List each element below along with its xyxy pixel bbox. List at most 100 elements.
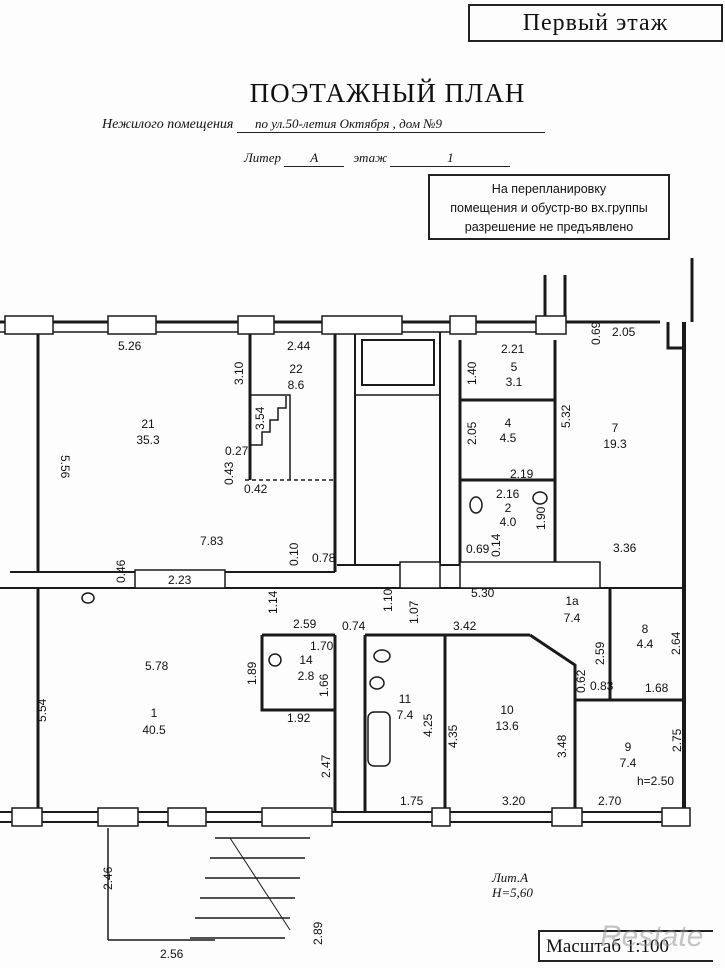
room-area: 35.3 [136,433,160,447]
dimension-label: 5.26 [118,339,142,353]
dimension-label: 2.64 [669,631,683,655]
dimension-label: 2.46 [101,866,115,890]
dimension-label: 1.14 [266,590,280,614]
dimension-label: 0.14 [489,533,503,557]
notice-line-3: разрешение не предъявлено [464,220,634,234]
dimension-labels: 5.26 2.44 2.21 0.69 2.05 5.56 3.10 3.54 … [35,321,684,961]
dimension-label: 2.56 [160,947,184,961]
room-number: 7 [612,421,619,435]
dimension-label: 3.10 [232,361,246,385]
liter-value: А [284,150,345,167]
room-number: 5 [511,360,518,374]
dimension-label: 4.25 [421,713,435,737]
watermark-logo: Restate [600,920,704,953]
dimension-label: 1.68 [645,681,669,695]
room-number: 9 [625,740,632,754]
toilet-icon [469,496,483,514]
dimension-label: 3.48 [555,734,569,758]
dimension-label: 2.44 [287,339,311,353]
plan-title: ПОЭТАЖНЫЙ ПЛАН [249,78,526,108]
dimension-label: 2.59 [293,617,317,631]
room-number: 1а [565,594,579,608]
dimension-label: 0.42 [244,482,268,496]
dimension-label: 2.75 [670,728,684,752]
room-number: 8 [642,622,649,636]
notice-line-1: На перепланировку [491,182,607,196]
dimension-label: 2.16 [496,487,520,501]
room-area: 3.1 [506,375,523,389]
room-area: 4.4 [637,637,654,651]
dimension-label: 3.54 [253,406,267,430]
dimension-label: 5.30 [471,586,495,600]
toilet-icon [532,491,548,505]
dimension-label: 1.66 [317,673,331,697]
room-area: 7.4 [620,756,637,770]
dimension-label: 0.27 [225,444,249,458]
room-number: 2 [505,501,512,515]
liter-line: Литер А этаж 1 [244,150,511,167]
room-area: 40.5 [142,723,166,737]
liter-height-note: Лит.А Н=5,60 [492,870,533,900]
dimension-label: 2.05 [612,325,636,339]
premises-label: Нежилого помещения [102,117,234,132]
room-area: 7.4 [564,611,581,625]
dimension-label: 0.62 [574,669,588,693]
notice-line-2: помещения и обустр-во вх.группы [450,201,648,215]
room-number: 11 [399,692,412,706]
liter-label: Литер [244,150,281,165]
floor-header-box: Первый этаж [468,4,723,42]
room-area: 7.4 [397,708,414,722]
dimension-label: 0.10 [287,542,301,566]
dimension-label: 3.42 [453,619,477,633]
dimension-label: 0.74 [342,619,366,633]
dimension-label: 0.69 [466,542,490,556]
dimension-label: 1.07 [407,600,421,624]
room-number: 4 [505,416,512,430]
toilet-icon [268,653,282,667]
dimension-label: 0.43 [222,461,236,485]
premises-address: по ул.50-летия Октября , дом №9 [236,116,545,133]
toilet-icon [373,649,391,663]
dimension-label: 1.89 [245,661,259,685]
dimension-label: 5.56 [58,455,72,479]
dimension-label: 0.46 [114,559,128,583]
floor-value: 1 [390,150,511,167]
dimension-label: 5.32 [559,404,573,428]
dimension-label: 2.59 [593,641,607,665]
dimension-label: 2.23 [168,573,192,587]
room-area: 4.0 [500,515,517,529]
room-number: 21 [141,417,155,431]
floor-header-text: Первый этаж [522,9,669,36]
dimension-label: 2.89 [311,921,325,945]
dimension-label: 0.69 [589,321,603,345]
room-area: 19.3 [603,437,627,451]
toilet-icon [369,676,385,690]
dimension-label: 2.19 [510,467,534,481]
bathtub-icon [367,711,391,767]
dimension-label: 1.10 [381,588,395,612]
dimension-label: 2.05 [465,421,479,445]
dimension-label: 5.78 [145,659,169,673]
liter-note: Лит.А [492,870,529,885]
redevelopment-notice: На перепланировку помещения и обустр-во … [428,174,670,240]
ceiling-height-label: h=2.50 [637,774,674,788]
dimension-label: 0.83 [590,679,614,693]
sanitary-fixtures [81,491,548,767]
dimension-label: 2.21 [501,342,525,356]
dimension-label: 3.20 [502,794,526,808]
room-labels: 21 35.3 22 8.6 5 3.1 4 4.5 2 4.0 7 19.3 … [136,360,653,770]
dimension-label: 7.83 [200,534,224,548]
middle-wall-blocks [134,561,601,589]
premises-line: Нежилого помещения по ул.50-летия Октябр… [102,116,545,133]
room-number: 10 [500,703,514,717]
dimension-label: 3.36 [613,541,637,555]
dimension-label: 1.90 [534,506,548,530]
dimension-label: 2.70 [598,794,622,808]
room-area: 4.5 [500,431,517,445]
dimension-label: 1.70 [310,639,334,653]
dimension-label: 2.47 [319,754,333,778]
room-number: 22 [289,362,303,376]
dimension-label: 1.40 [465,361,479,385]
